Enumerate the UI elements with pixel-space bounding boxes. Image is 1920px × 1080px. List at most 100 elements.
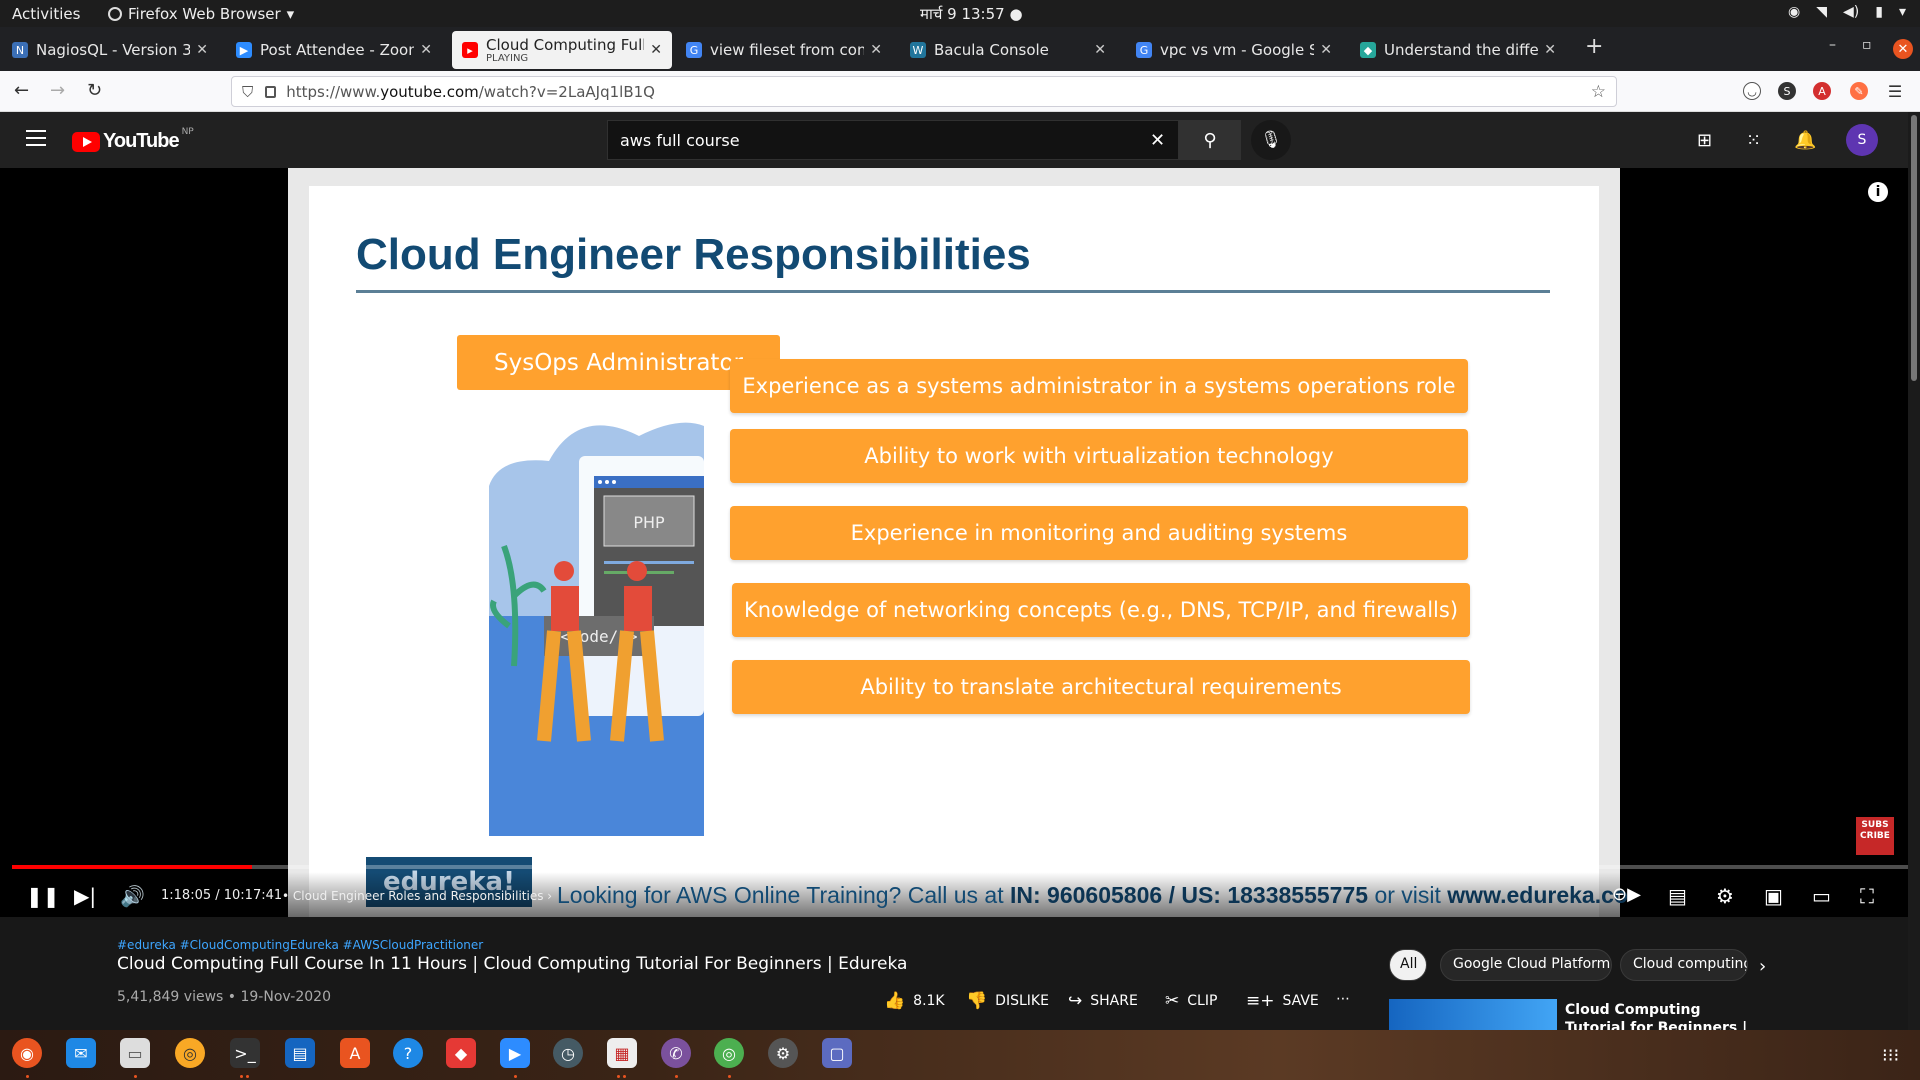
- navigation-bar: ← → ↻ ⛉ https://www.youtube.com/watch?v=…: [0, 71, 1920, 112]
- close-tab-icon[interactable]: ✕: [870, 42, 882, 58]
- save-button[interactable]: ≡+SAVE: [1246, 991, 1319, 1011]
- create-video-icon[interactable]: ⊞: [1697, 130, 1713, 151]
- close-tab-icon[interactable]: ✕: [1544, 42, 1556, 58]
- forward-arrow-icon[interactable]: →: [50, 80, 66, 101]
- chip-cloud-computing[interactable]: Cloud computing: [1620, 949, 1748, 981]
- close-tab-icon[interactable]: ✕: [650, 42, 662, 58]
- search-input[interactable]: aws full course: [607, 120, 1179, 160]
- share-button[interactable]: ↪SHARE: [1068, 991, 1138, 1011]
- search-button[interactable]: ⚲: [1179, 120, 1241, 160]
- help-icon[interactable]: ?: [393, 1038, 423, 1068]
- miniplayer-icon[interactable]: ▣: [1764, 884, 1783, 908]
- role-box: SysOps Administrator: [457, 335, 780, 390]
- page-scrollbar[interactable]: [1908, 112, 1920, 1030]
- activities-button[interactable]: Activities: [12, 5, 81, 23]
- lock-icon[interactable]: [265, 85, 277, 98]
- theater-mode-icon[interactable]: ▭: [1812, 884, 1831, 908]
- clip-button[interactable]: ✂CLIP: [1165, 991, 1217, 1011]
- volume-icon[interactable]: 🔊: [120, 884, 145, 908]
- minimize-icon[interactable]: –: [1829, 37, 1836, 53]
- chip-google-cloud-platform[interactable]: Google Cloud Platform: [1440, 949, 1612, 981]
- window-close-button[interactable]: ✕: [1893, 39, 1913, 59]
- recommended-thumbnail[interactable]: [1389, 999, 1557, 1030]
- close-tab-icon[interactable]: ✕: [1320, 42, 1332, 58]
- like-button[interactable]: 👍8.1K: [884, 991, 945, 1011]
- settings-icon[interactable]: ⚙: [768, 1038, 798, 1068]
- extension-icon[interactable]: ✎: [1850, 82, 1868, 100]
- hamburger-menu-icon[interactable]: [26, 130, 46, 146]
- more-actions-icon[interactable]: ⋯: [1336, 991, 1350, 1007]
- account-icon[interactable]: S: [1778, 82, 1796, 100]
- back-arrow-icon[interactable]: ←: [14, 80, 30, 101]
- tab-understand[interactable]: ◆ Understand the differenc ✕: [1350, 31, 1566, 69]
- close-tab-icon[interactable]: ✕: [420, 42, 432, 58]
- dislike-button[interactable]: 👎DISLIKE: [966, 991, 1049, 1011]
- youtube-logo[interactable]: YouTube NP: [72, 127, 194, 153]
- chip-all[interactable]: All: [1389, 949, 1427, 981]
- close-tab-icon[interactable]: ✕: [1094, 42, 1106, 58]
- workspace-icon[interactable]: ▢: [822, 1038, 852, 1068]
- bookmark-star-icon[interactable]: ☆: [1590, 82, 1606, 102]
- software-center-icon[interactable]: A: [340, 1038, 370, 1068]
- restore-icon[interactable]: ▫: [1862, 37, 1872, 53]
- rhythmbox-icon[interactable]: ◎: [175, 1038, 205, 1068]
- notifications-bell-icon[interactable]: 🔔: [1794, 130, 1817, 151]
- tab-zoom[interactable]: ▶ Post Attendee - Zoom ✕: [226, 31, 442, 69]
- hashtags[interactable]: #edureka #CloudComputingEdureka #AWSClou…: [117, 938, 484, 952]
- pocket-icon[interactable]: ◡: [1743, 82, 1761, 100]
- apps-grid-icon[interactable]: ⁙: [1746, 130, 1762, 151]
- progress-bar[interactable]: [12, 865, 1908, 869]
- tab-bacula[interactable]: W Bacula Console ✕: [900, 31, 1116, 69]
- subtitles-icon[interactable]: ▤: [1668, 884, 1687, 908]
- pause-icon[interactable]: ❚❚: [26, 884, 60, 908]
- system-top-bar: Activities Firefox Web Browser ▾ मार्च 9…: [0, 0, 1920, 27]
- writer-icon[interactable]: ▤: [285, 1038, 315, 1068]
- files-icon[interactable]: ▭: [120, 1038, 150, 1068]
- tab-youtube[interactable]: ▸ Cloud Computing Full Co PLAYING ✕: [452, 31, 672, 69]
- thunderbird-icon[interactable]: ✉: [66, 1038, 96, 1068]
- url-bar[interactable]: ⛉ https://www.youtube.com/watch?v=2LaAJq…: [231, 76, 1617, 107]
- avatar[interactable]: S: [1846, 124, 1878, 156]
- new-tab-button[interactable]: +: [1585, 34, 1604, 59]
- chapter-title[interactable]: • Cloud Engineer Roles and Responsibilit…: [282, 889, 553, 903]
- viber-icon[interactable]: ✆: [661, 1038, 691, 1068]
- chrome-icon[interactable]: ◎: [714, 1038, 744, 1068]
- php-label: PHP: [633, 513, 665, 532]
- thumbs-up-icon: 👍: [884, 991, 906, 1011]
- adblock-icon[interactable]: A: [1813, 82, 1831, 100]
- fullscreen-icon[interactable]: ⛶: [1860, 884, 1874, 908]
- info-icon[interactable]: i: [1868, 182, 1888, 202]
- clear-search-icon[interactable]: ✕: [1150, 130, 1166, 151]
- tab-nagiosql[interactable]: N NagiosQL - Version 3.2.0 ✕: [2, 31, 218, 69]
- clock-app-icon[interactable]: ◷: [553, 1038, 583, 1068]
- subscribe-watermark[interactable]: SUBS CRIBE: [1856, 817, 1894, 855]
- clock[interactable]: मार्च 9 13:57 ●: [920, 5, 1023, 23]
- terminal-icon[interactable]: >_: [230, 1038, 260, 1068]
- app-menu[interactable]: Firefox Web Browser ▾: [108, 5, 294, 23]
- screenshot-icon[interactable]: ▦: [607, 1038, 637, 1068]
- video-player[interactable]: Cloud Engineer Responsibilities SysOps A…: [0, 168, 1920, 917]
- zoom-dock-icon[interactable]: ▶: [500, 1038, 530, 1068]
- anydesk-icon[interactable]: ◆: [446, 1038, 476, 1068]
- share-label: SHARE: [1090, 993, 1138, 1009]
- tab-title: Bacula Console: [934, 41, 1049, 59]
- menu-icon[interactable]: ☰: [1887, 81, 1903, 101]
- firefox-dock-icon[interactable]: ◉: [12, 1038, 42, 1068]
- tab-google-fileset[interactable]: G view fileset from console ✕: [676, 31, 892, 69]
- show-applications-icon[interactable]: ⁝⁝⁝: [1882, 1045, 1900, 1066]
- system-tray[interactable]: ◉ ◥ ◀) ▮ ▾: [1788, 4, 1906, 20]
- battery-icon: ▮: [1875, 4, 1883, 20]
- settings-gear-icon[interactable]: ⚙: [1716, 884, 1734, 908]
- close-tab-icon[interactable]: ✕: [196, 42, 208, 58]
- scrollbar-thumb[interactable]: [1911, 115, 1917, 381]
- viber-tray-icon: ◉: [1788, 4, 1801, 20]
- nagios-icon: N: [12, 42, 28, 58]
- reload-icon[interactable]: ↻: [87, 80, 103, 101]
- slide: Cloud Engineer Responsibilities SysOps A…: [309, 186, 1599, 917]
- chevron-right-icon[interactable]: ›: [1759, 956, 1767, 977]
- tab-google-vpc[interactable]: G vpc vs vm - Google Search ✕: [1126, 31, 1342, 69]
- tracking-shield-icon[interactable]: ⛉: [242, 82, 254, 101]
- voice-search-button[interactable]: 🎙: [1251, 120, 1291, 160]
- autoplay-toggle[interactable]: ⊖▶: [1612, 884, 1641, 905]
- next-icon[interactable]: ▶|: [74, 884, 97, 908]
